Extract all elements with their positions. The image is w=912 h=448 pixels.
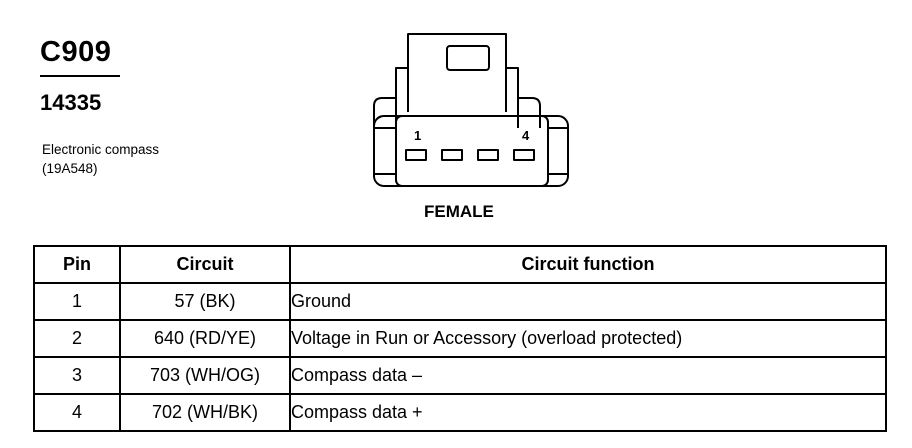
terminal-1: [405, 149, 427, 161]
description-part-ref: (19A548): [42, 161, 98, 176]
pin-cell: 2: [33, 319, 121, 358]
latch-lock-tab: [446, 45, 490, 71]
terminal-2: [441, 149, 463, 161]
pin-label-first: 1: [414, 128, 421, 143]
part-number: 14335: [40, 90, 102, 115]
connector-description: Electronic compass (19A548): [42, 140, 159, 178]
pin-cell: 1: [33, 282, 121, 321]
connector-gender-label: FEMALE: [424, 202, 494, 221]
header-circuit-function: Circuit function: [289, 245, 887, 284]
pin-label-last: 4: [522, 128, 530, 143]
circuit-cell: 702 (WH/BK): [119, 393, 291, 432]
description-name: Electronic compass: [42, 142, 160, 157]
table-header-row: Pin Circuit Circuit function: [33, 245, 887, 284]
connector-latch: [407, 33, 507, 112]
connector-code-underline: [40, 75, 120, 77]
table-row: 1 57 (BK) Ground: [33, 282, 887, 321]
function-cell: Voltage in Run or Accessory (overload pr…: [289, 319, 887, 358]
pinout-table: Pin Circuit Circuit function 1 57 (BK) G…: [33, 245, 887, 432]
table-row: 2 640 (RD/YE) Voltage in Run or Accessor…: [33, 319, 887, 358]
circuit-cell: 703 (WH/OG): [119, 356, 291, 395]
pin-cell: 3: [33, 356, 121, 395]
function-cell: Compass data +: [289, 393, 887, 432]
pin-cell: 4: [33, 393, 121, 432]
connector-body: [373, 115, 569, 187]
function-cell: Ground: [289, 282, 887, 321]
header-circuit: Circuit: [119, 245, 291, 284]
connector-face: [395, 115, 549, 187]
connector-code: C909: [40, 36, 112, 68]
table-row: 3 703 (WH/OG) Compass data –: [33, 356, 887, 395]
connector-face-diagram: 1 4: [373, 33, 569, 187]
circuit-cell: 57 (BK): [119, 282, 291, 321]
housing-shoulder-right: [518, 97, 541, 128]
table-row: 4 702 (WH/BK) Compass data +: [33, 393, 887, 432]
latch-arm-left: [395, 67, 408, 128]
circuit-cell: 640 (RD/YE): [119, 319, 291, 358]
terminal-4: [513, 149, 535, 161]
latch-arm-right: [506, 67, 519, 128]
header-pin: Pin: [33, 245, 121, 284]
function-cell: Compass data –: [289, 356, 887, 395]
housing-shoulder-left: [373, 97, 396, 128]
terminal-3: [477, 149, 499, 161]
